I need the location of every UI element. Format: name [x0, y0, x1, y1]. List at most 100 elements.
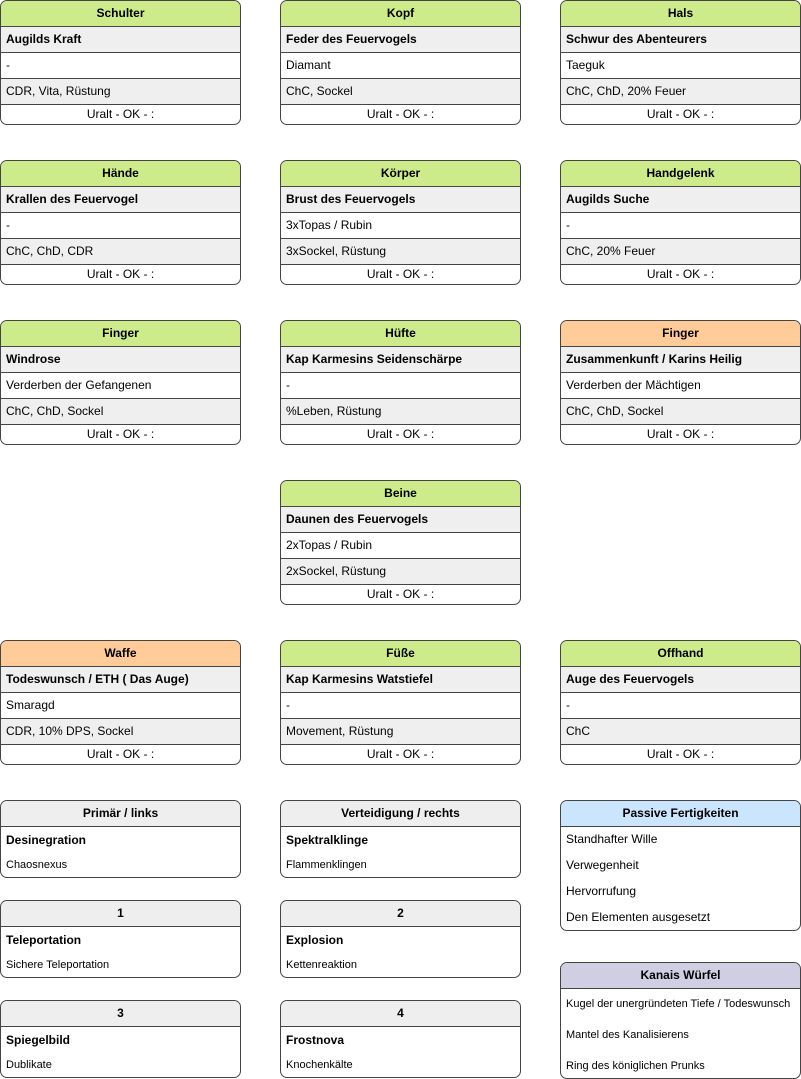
slot-stats: ChC, ChD, CDR [1, 239, 240, 265]
slot-title: Füße [281, 641, 520, 667]
slot-status: Uralt - OK - : [366, 267, 435, 281]
slot-item-name: Kap Karmesins Watstiefel [281, 667, 520, 693]
skill-card-4: 4 Frostnova Knochenkälte [280, 1000, 521, 1078]
skill-card-primary: Primär / links Desinegration Chaosnexus [0, 800, 241, 878]
skill-name: Desinegration [6, 833, 87, 847]
skill-rune: Knochenkälte [286, 1059, 353, 1071]
slot-status: Uralt - OK - : [646, 427, 715, 441]
passive-skill-item: Hervorrufung [566, 884, 637, 898]
slot-gem: - [561, 213, 800, 239]
kanai-cube-item: Mantel des Kanalisierens [566, 1029, 689, 1041]
slot-gem: - [281, 373, 520, 399]
slot-gem: 2xTopas / Rubin [281, 533, 520, 559]
slot-gem: Diamant [281, 53, 520, 79]
slot-title: Waffe [1, 641, 240, 667]
skill-slot-title: 1 [1, 901, 240, 927]
slot-title: Hände [1, 161, 240, 187]
slot-card-finger-right: Finger Zusammenkunft / Karins Heilig Ver… [560, 320, 801, 445]
slot-status: Uralt - OK - : [86, 107, 155, 121]
skill-card-secondary: Verteidigung / rechts Spektralklinge Fla… [280, 800, 521, 878]
slot-status: Uralt - OK - : [366, 747, 435, 761]
slot-stats: ChC, 20% Feuer [561, 239, 800, 265]
slot-item-name: Auge des Feuervogels [561, 667, 800, 693]
slot-gem: - [281, 693, 520, 719]
slot-item-name: Augilds Kraft [1, 27, 240, 53]
slot-status: Uralt - OK - : [646, 107, 715, 121]
skill-slot-title: Primär / links [1, 801, 240, 827]
skill-card-2: 2 Explosion Kettenreaktion [280, 900, 521, 978]
slot-title: Kopf [281, 1, 520, 27]
skill-name: Explosion [286, 933, 344, 947]
skill-name: Spektralklinge [286, 833, 369, 847]
slot-stats: CDR, Vita, Rüstung [1, 79, 240, 105]
slot-card-fuesse: Füße Kap Karmesins Watstiefel - Movement… [280, 640, 521, 765]
slot-title: Beine [281, 481, 520, 507]
passive-skill-item: Den Elementen ausgesetzt [566, 910, 711, 924]
kanai-cube-card: Kanais Würfel Kugel der unergründeten Ti… [560, 962, 801, 1079]
skill-name: Teleportation [6, 933, 82, 947]
slot-card-kopf: Kopf Feder des Feuervogels Diamant ChC, … [280, 0, 521, 125]
skill-slot-title: 3 [1, 1001, 240, 1027]
slot-gem: Smaragd [1, 693, 240, 719]
slot-title: Finger [1, 321, 240, 347]
skill-rune: Flammenklingen [286, 859, 367, 871]
slot-gem: - [561, 693, 800, 719]
skill-card-1: 1 Teleportation Sichere Teleportation [0, 900, 241, 978]
passive-skill-item: Standhafter Wille [566, 832, 658, 846]
slot-status: Uralt - OK - : [366, 427, 435, 441]
slot-card-handgelenk: Handgelenk Augilds Suche - ChC, 20% Feue… [560, 160, 801, 285]
slot-title: Schulter [1, 1, 240, 27]
skill-slot-title: 2 [281, 901, 520, 927]
slot-title: Körper [281, 161, 520, 187]
passive-skills-title: Passive Fertigkeiten [561, 801, 800, 827]
slot-gem: Verderben der Mächtigen [561, 373, 800, 399]
slot-stats: CDR, 10% DPS, Sockel [1, 719, 240, 745]
skill-rune: Dublikate [6, 1059, 52, 1071]
slot-item-name: Zusammenkunft / Karins Heilig [561, 347, 800, 373]
slot-status: Uralt - OK - : [86, 747, 155, 761]
skill-rune: Chaosnexus [6, 859, 68, 871]
slot-item-name: Windrose [1, 347, 240, 373]
skill-name: Spiegelbild [6, 1033, 71, 1047]
slot-stats: ChC, ChD, Sockel [561, 399, 800, 425]
slot-status: Uralt - OK - : [86, 267, 155, 281]
slot-card-beine: Beine Daunen des Feuervogels 2xTopas / R… [280, 480, 521, 605]
slot-status: Uralt - OK - : [86, 427, 155, 441]
slot-status: Uralt - OK - : [646, 747, 715, 761]
slot-title: Offhand [561, 641, 800, 667]
slot-item-name: Augilds Suche [561, 187, 800, 213]
slot-item-name: Daunen des Feuervogels [281, 507, 520, 533]
slot-card-schulter: Schulter Augilds Kraft - CDR, Vita, Rüst… [0, 0, 241, 125]
kanai-cube-item: Kugel der unergründeten Tiefe / Todeswun… [566, 998, 791, 1010]
slot-card-haende: Hände Krallen des Feuervogel - ChC, ChD,… [0, 160, 241, 285]
slot-card-offhand: Offhand Auge des Feuervogels - ChC Uralt… [560, 640, 801, 765]
slot-stats: ChC, Sockel [281, 79, 520, 105]
slot-status: Uralt - OK - : [366, 107, 435, 121]
slot-item-name: Krallen des Feuervogel [1, 187, 240, 213]
kanai-cube-item: Ring des königlichen Prunks [566, 1060, 705, 1072]
slot-gem: Verderben der Gefangenen [1, 373, 240, 399]
slot-stats: ChC, ChD, 20% Feuer [561, 79, 800, 105]
slot-card-hals: Hals Schwur des Abenteurers Taeguk ChC, … [560, 0, 801, 125]
kanai-cube-title: Kanais Würfel [561, 963, 800, 989]
slot-status: Uralt - OK - : [366, 587, 435, 601]
slot-title: Hals [561, 1, 800, 27]
slot-item-name: Brust des Feuervogels [281, 187, 520, 213]
slot-item-name: Feder des Feuervogels [281, 27, 520, 53]
skill-name: Frostnova [286, 1033, 345, 1047]
skill-slot-title: 4 [281, 1001, 520, 1027]
slot-gem: - [1, 213, 240, 239]
slot-gem: Taeguk [561, 53, 800, 79]
skill-card-3: 3 Spiegelbild Dublikate [0, 1000, 241, 1078]
slot-stats: Movement, Rüstung [281, 719, 520, 745]
slot-card-koerper: Körper Brust des Feuervogels 3xTopas / R… [280, 160, 521, 285]
slot-item-name: Kap Karmesins Seidenschärpe [281, 347, 520, 373]
slot-item-name: Todeswunsch / ETH ( Das Auge) [1, 667, 240, 693]
slot-card-waffe: Waffe Todeswunsch / ETH ( Das Auge) Smar… [0, 640, 241, 765]
slot-title: Finger [561, 321, 800, 347]
slot-stats: 3xSockel, Rüstung [281, 239, 520, 265]
skill-rune: Sichere Teleportation [6, 959, 110, 971]
slot-stats: ChC, ChD, Sockel [1, 399, 240, 425]
slot-title: Handgelenk [561, 161, 800, 187]
slot-status: Uralt - OK - : [646, 267, 715, 281]
